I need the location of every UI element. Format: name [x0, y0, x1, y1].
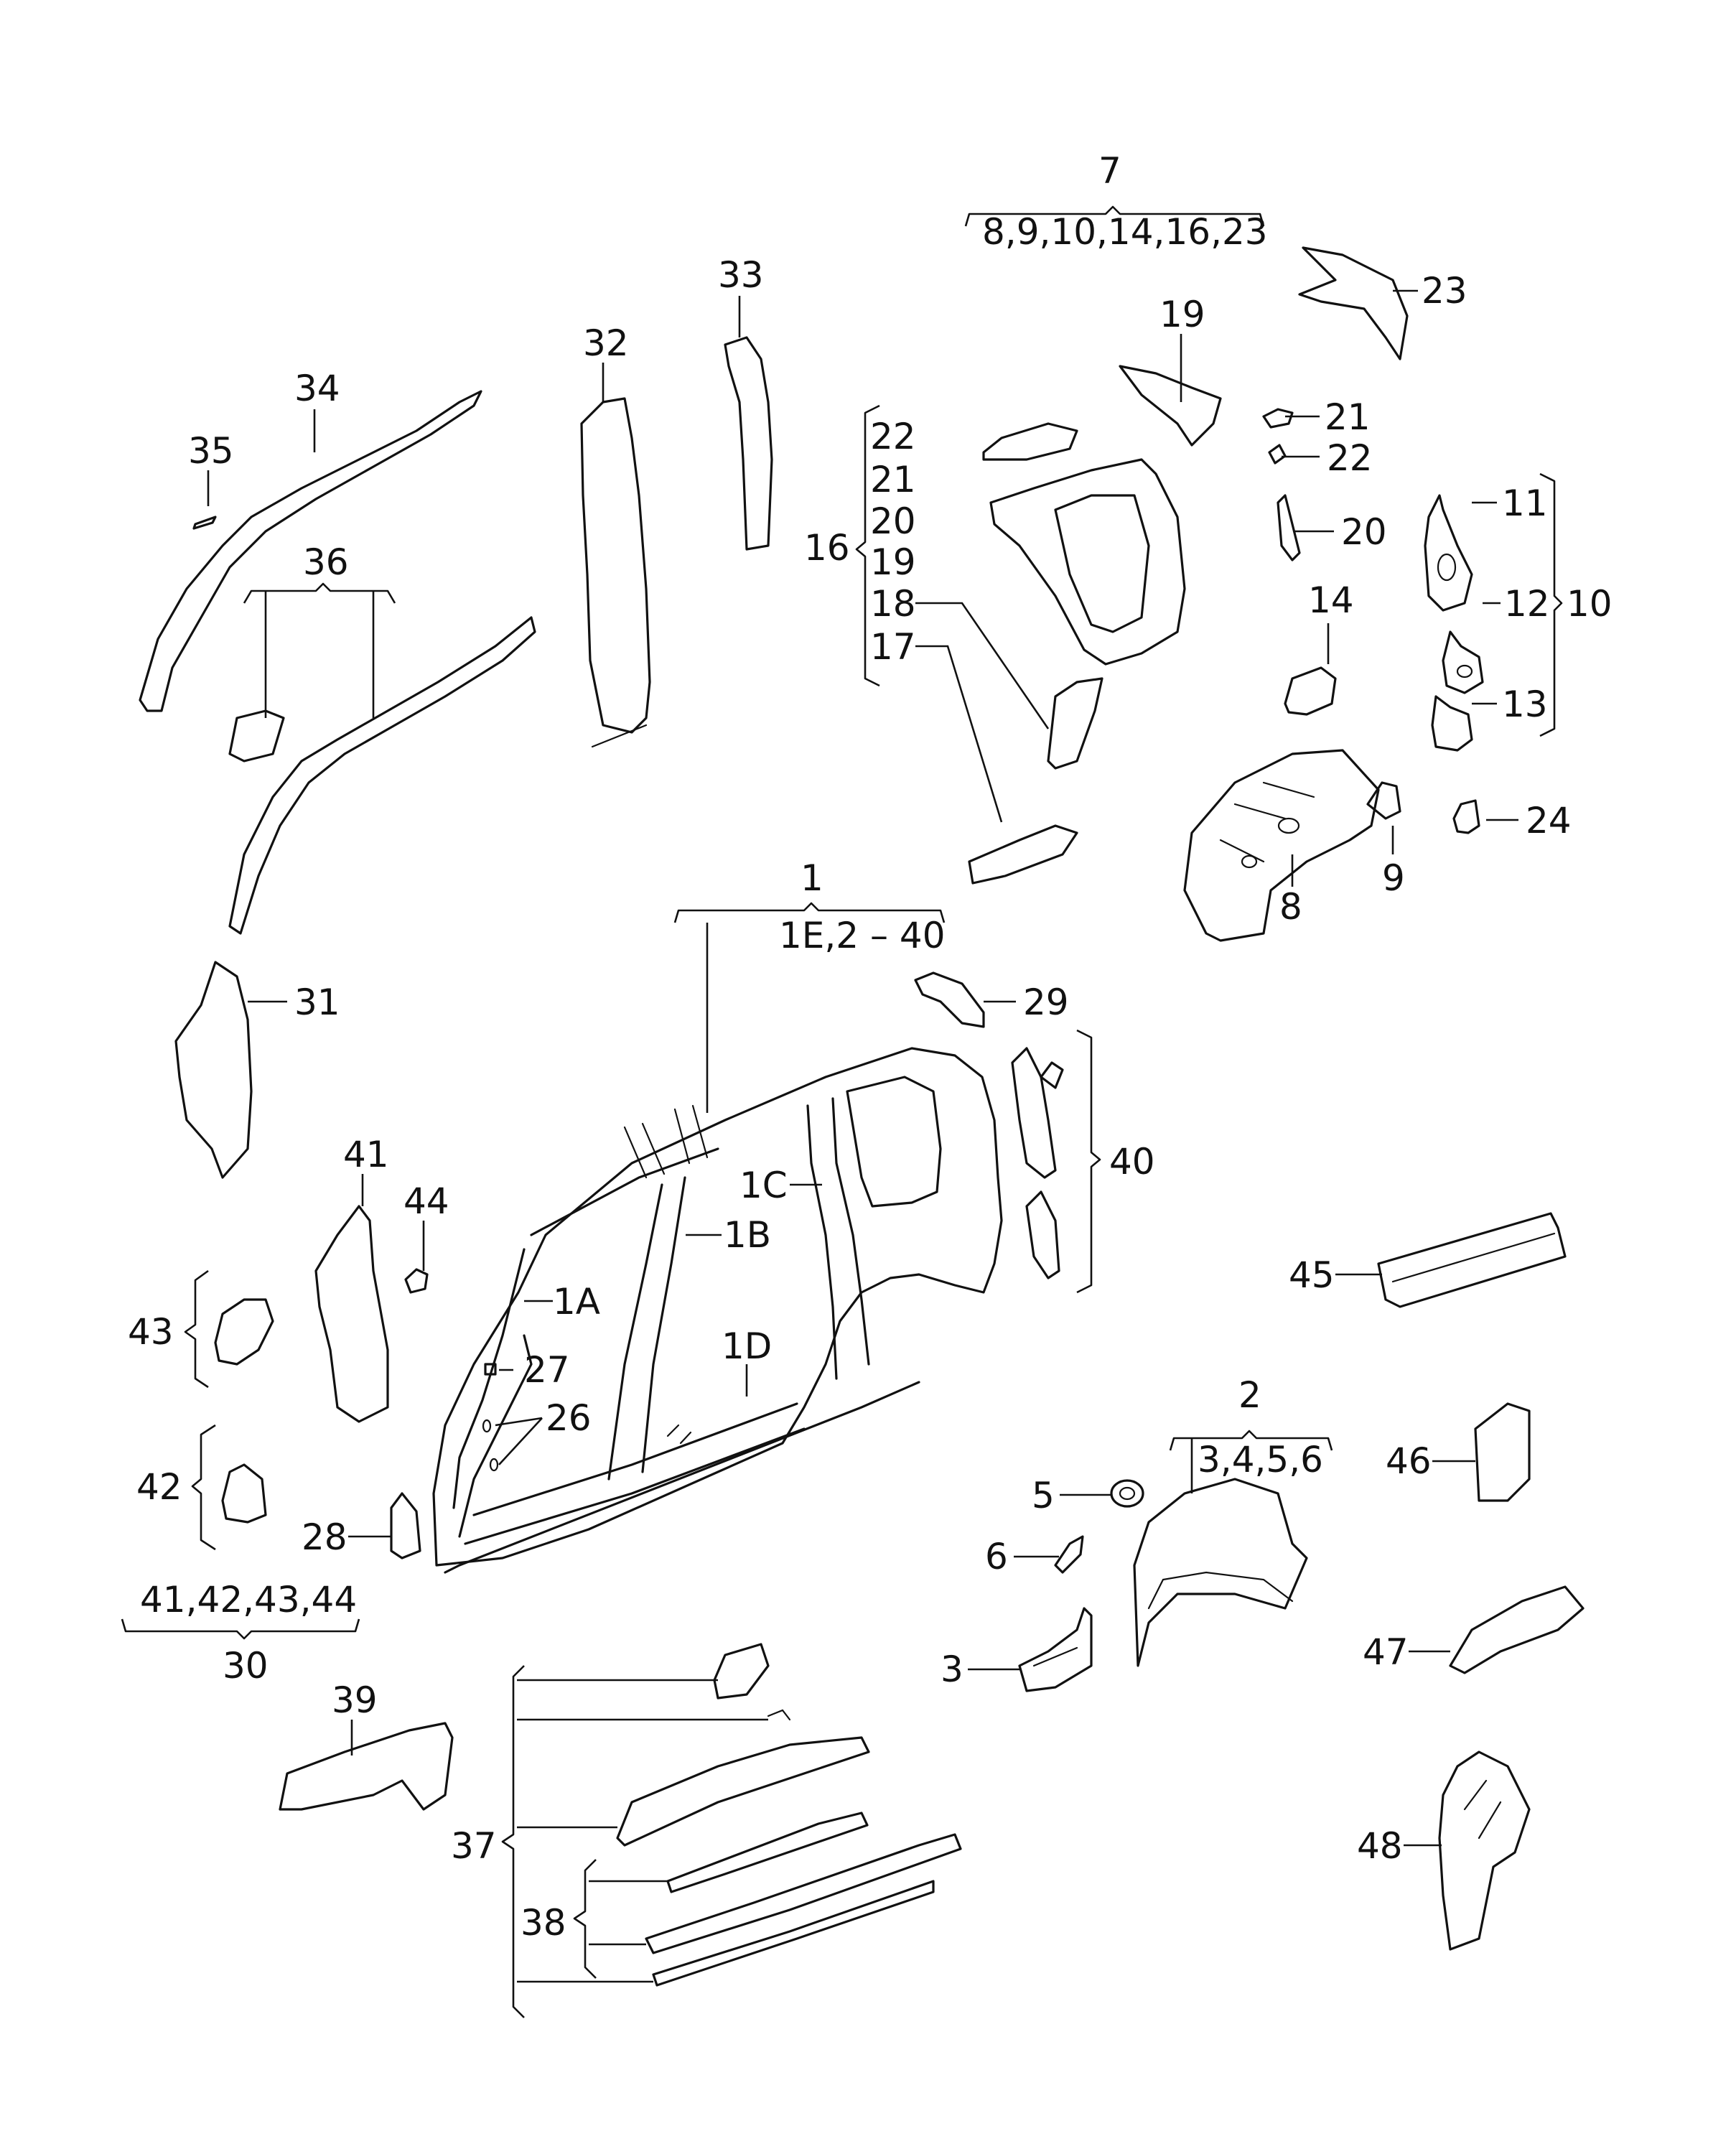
part-29-bracket [914, 971, 985, 1028]
label-37: 37 [451, 1825, 497, 1867]
part-16-quarter-inner [968, 422, 1186, 885]
part-40-brackets [1011, 1047, 1064, 1279]
label-1b: 1B [724, 1214, 771, 1256]
label-27: 27 [524, 1349, 570, 1391]
part-38-sill-strips [645, 1812, 962, 1987]
part-44-clip [404, 1268, 429, 1294]
label-42: 42 [136, 1466, 182, 1508]
part-33-pillar-strip [724, 336, 773, 551]
part-34-roof-rail [139, 390, 482, 712]
label-2-sub: 3,4,5,6 [1198, 1439, 1323, 1481]
part-28-bracket [390, 1492, 421, 1559]
label-16-21: 21 [870, 459, 916, 500]
part-48-bracket [1438, 1750, 1531, 1951]
label-30: 30 [223, 1645, 269, 1687]
part-22-clip [1268, 444, 1287, 465]
label-16-17: 17 [870, 626, 916, 668]
part-42-bracket [221, 1463, 267, 1524]
label-13: 13 [1502, 684, 1548, 725]
part-6-clip [1054, 1535, 1084, 1574]
label-3: 3 [941, 1649, 963, 1690]
part-14-cover [1284, 666, 1337, 716]
label-1-sub: 1E,2 – 40 [779, 915, 946, 956]
label-44: 44 [403, 1180, 449, 1222]
label-8: 8 [1279, 886, 1302, 928]
label-34: 34 [294, 368, 340, 409]
label-41: 41 [343, 1134, 389, 1175]
part-12-bracket [1442, 630, 1484, 694]
part-36-roof-rail-inner [228, 616, 536, 935]
label-16-22: 22 [870, 416, 916, 457]
part-11-panel [1424, 494, 1473, 612]
label-20: 20 [1341, 511, 1387, 553]
part-35-clip [192, 516, 217, 530]
label-31: 31 [294, 982, 340, 1023]
label-7: 7 [1098, 150, 1121, 192]
callout-labels: 1 1E,2 – 40 1A 1B 1C 1D 2 3,4,5,6 3 5 6 … [128, 150, 1613, 1944]
label-9: 9 [1382, 857, 1405, 899]
part-45-rail [1377, 1212, 1567, 1308]
label-26: 26 [546, 1397, 592, 1439]
label-45: 45 [1289, 1254, 1335, 1296]
part-1-side-panel [432, 1047, 1003, 1574]
part-32-b-pillar [580, 397, 651, 748]
label-39: 39 [332, 1679, 378, 1721]
label-14: 14 [1308, 579, 1354, 621]
label-16-18: 18 [870, 583, 916, 625]
label-29: 29 [1023, 982, 1069, 1023]
part-21-clip [1262, 408, 1294, 429]
label-6: 6 [985, 1536, 1008, 1577]
label-48: 48 [1357, 1825, 1403, 1867]
label-21: 21 [1325, 396, 1371, 438]
leader-lines [121, 205, 1563, 2018]
label-35: 35 [188, 430, 234, 472]
label-47: 47 [1363, 1631, 1409, 1673]
label-38: 38 [521, 1902, 566, 1944]
label-5: 5 [1032, 1475, 1055, 1516]
label-36: 36 [303, 541, 349, 583]
part-31-pillar-reinf [174, 961, 253, 1179]
label-46: 46 [1386, 1440, 1432, 1482]
label-16: 16 [804, 527, 850, 569]
label-1d: 1D [722, 1325, 772, 1367]
label-33: 33 [718, 254, 764, 296]
label-43: 43 [128, 1311, 174, 1353]
part-5-grommet [1110, 1479, 1144, 1508]
label-12: 12 [1504, 583, 1550, 625]
label-30-sub: 41,42,43,44 [140, 1579, 357, 1621]
label-11: 11 [1502, 482, 1548, 524]
label-7-sub: 8,9,10,14,16,23 [982, 211, 1268, 253]
label-24: 24 [1526, 800, 1572, 841]
label-10: 10 [1567, 583, 1613, 625]
label-32: 32 [583, 322, 629, 364]
part-39-bracket [279, 1722, 454, 1811]
part-8-wheel-arch [1183, 749, 1380, 942]
label-2: 2 [1238, 1374, 1261, 1416]
part-37-sill-panels [616, 1643, 870, 1847]
part-9-bracket [1366, 781, 1401, 820]
part-23-panel [1298, 246, 1409, 360]
label-28: 28 [302, 1516, 347, 1558]
part-47-bracket [1449, 1585, 1585, 1674]
label-1a: 1A [553, 1281, 600, 1323]
label-1c: 1C [739, 1165, 788, 1206]
part-41-bracket [314, 1205, 389, 1423]
part-27-plug [484, 1363, 497, 1376]
label-23: 23 [1422, 270, 1467, 312]
label-16-20: 20 [870, 500, 916, 542]
label-16-19: 19 [870, 541, 916, 583]
part-3-bracket [1018, 1607, 1093, 1692]
part-19-bracket [1119, 365, 1222, 447]
part-2-wheel-housing [1133, 1478, 1308, 1667]
label-40: 40 [1109, 1141, 1155, 1183]
part-46-bracket [1474, 1402, 1531, 1502]
part-13-bracket [1431, 695, 1473, 752]
part-20-bracket [1277, 494, 1301, 561]
label-19: 19 [1159, 294, 1205, 335]
part-24-clip [1452, 799, 1480, 834]
part-43-bracket [214, 1298, 274, 1366]
label-22: 22 [1327, 437, 1373, 479]
label-1: 1 [801, 857, 823, 899]
